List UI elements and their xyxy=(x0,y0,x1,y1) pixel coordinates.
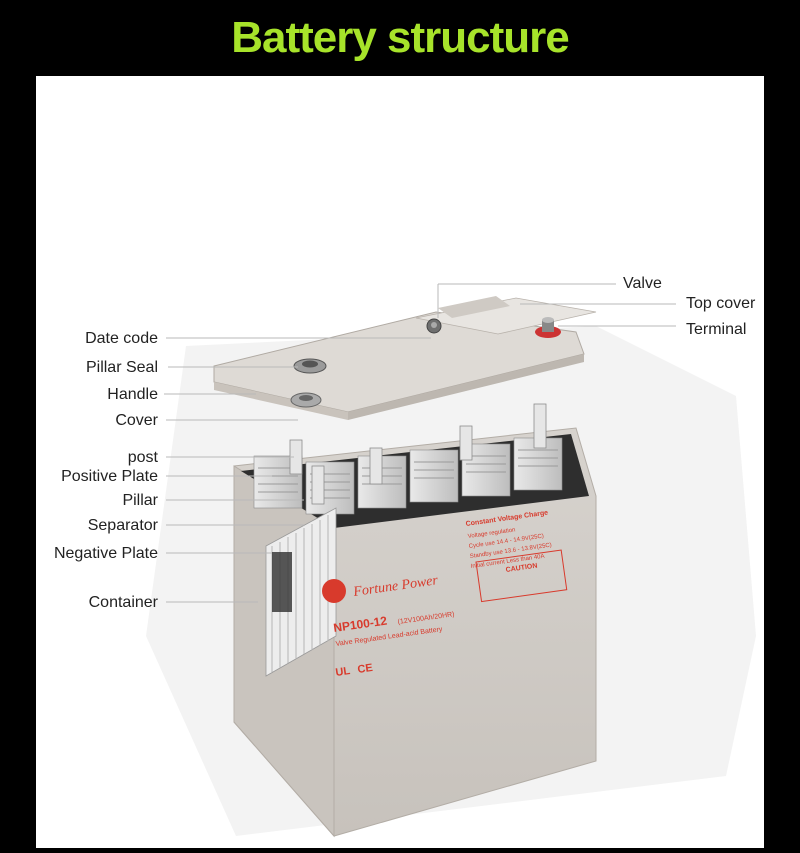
label-post: post xyxy=(127,449,158,466)
label-positive-plate: Positive Plate xyxy=(61,468,158,485)
page-title: Battery structure xyxy=(231,13,570,62)
label-handle: Handle xyxy=(107,386,158,403)
label-pillar-seal: Pillar Seal xyxy=(85,359,158,376)
plates-group xyxy=(253,437,563,677)
battery-illustration: Fortune Power NP100-12 (12V100Ah/20HR) V… xyxy=(146,283,756,838)
ul-mark: UL xyxy=(335,665,351,679)
pillars xyxy=(289,403,547,505)
label-valve: Valve xyxy=(623,275,662,292)
label-separator: Separator xyxy=(87,517,158,534)
ce-mark: CE xyxy=(357,662,374,676)
caution-title: CAUTION xyxy=(505,563,538,574)
label-terminal: Terminal xyxy=(686,321,747,338)
label-negative-plate: Negative Plate xyxy=(53,545,158,562)
negative-plate xyxy=(272,552,292,612)
top-cover-front xyxy=(348,354,584,420)
top-cover-edge xyxy=(214,382,348,420)
terminal xyxy=(542,320,554,332)
label-pillar: Pillar xyxy=(122,492,158,509)
label-date-code: Date code xyxy=(85,330,158,347)
label-container: Container xyxy=(88,594,158,611)
diagram-panel: Fortune Power NP100-12 (12V100Ah/20HR) V… xyxy=(36,76,764,848)
label-top-cover: Top cover xyxy=(686,295,756,312)
label-cover: Cover xyxy=(115,412,158,429)
leader-lines xyxy=(164,283,676,603)
